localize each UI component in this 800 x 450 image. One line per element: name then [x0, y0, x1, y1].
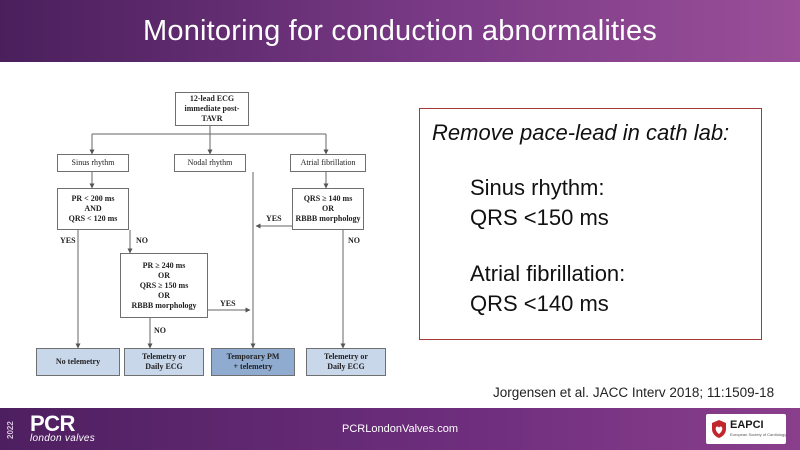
spacer [432, 233, 749, 259]
eapci-logo: EAPCI European Society of Cardiology [706, 414, 786, 444]
rhythm-sinus: Sinus rhythm [57, 154, 129, 172]
start-node: 12-lead ECG immediate post-TAVR [175, 92, 249, 126]
outcome-3-line-2: + telemetry [233, 362, 273, 371]
rhythm-af-label: Atrial fibrillation [300, 158, 356, 167]
sinus-criteria: PR < 200 ms AND QRS < 120 ms [57, 188, 129, 230]
outcome-4-line-2: Daily ECG [327, 362, 365, 371]
outcome-no-telemetry: No telemetry [36, 348, 120, 376]
pcr-logo-subtitle: london valves [30, 433, 96, 444]
citation: Jorgensen et al. JACC Interv 2018; 11:15… [493, 385, 775, 400]
af-criteria: QRS ≥ 140 ms OR RBBB morphology [292, 188, 364, 230]
flowchart: 12-lead ECG immediate post-TAVR Sinus rh… [30, 90, 390, 380]
af-criteria-2: OR [322, 204, 334, 213]
outcome-2-line-1: Telemetry or [142, 352, 186, 361]
middle-criteria-1: PR ≥ 240 ms [142, 260, 186, 270]
title-bar: Monitoring for conduction abnormalities [0, 0, 800, 62]
footer-bar: 2022 PCR london valves PCRLondonValves.c… [0, 408, 800, 450]
outcome-4-line-1: Telemetry or [324, 352, 368, 361]
label-middle-no: NO [154, 326, 166, 335]
heart-shield-icon [712, 420, 726, 438]
middle-criteria-3: QRS ≥ 150 ms [139, 280, 189, 290]
label-sinus-no: NO [136, 236, 148, 245]
outcome-telemetry-daily-ecg-2: Telemetry or Daily ECG [306, 348, 386, 376]
af-criteria-3: RBBB morphology [295, 214, 361, 223]
eapci-subtitle: European Society of Cardiology [730, 432, 787, 437]
outcome-telemetry-daily-ecg-1: Telemetry or Daily ECG [124, 348, 204, 376]
slide-title: Monitoring for conduction abnormalities [143, 14, 657, 47]
pcr-logo: PCR [30, 411, 75, 436]
recommendation-heading: Remove pace-lead in cath lab: [432, 120, 730, 145]
outcome-3-line-1: Temporary PM [226, 352, 280, 361]
eapci-name: EAPCI [730, 419, 764, 431]
rhythm-af: Atrial fibrillation [290, 154, 366, 172]
outcome-temporary-pm: Temporary PM + telemetry [211, 348, 295, 376]
label-af-no: NO [348, 236, 360, 245]
label-sinus-yes: YES [60, 236, 76, 245]
spacer [432, 147, 749, 173]
start-line-2: immediate post-TAVR [184, 104, 240, 123]
sinus-rhythm-threshold: QRS <150 ms [470, 205, 609, 230]
middle-criteria: PR ≥ 240 ms OR QRS ≥ 150 ms OR RBBB morp… [120, 253, 208, 318]
middle-criteria-4: OR [158, 290, 170, 300]
middle-criteria-2: OR [158, 270, 170, 280]
outcome-2-line-2: Daily ECG [145, 362, 183, 371]
rhythm-nodal-label: Nodal rhythm [187, 158, 233, 167]
footer-url[interactable]: PCRLondonValves.com [342, 423, 458, 435]
sinus-criteria-2: AND [84, 204, 102, 213]
label-af-yes: YES [266, 214, 282, 223]
flowchart-connectors [75, 126, 346, 349]
af-threshold: QRS <140 ms [470, 291, 609, 316]
rhythm-sinus-label: Sinus rhythm [71, 158, 115, 167]
sinus-criteria-1: PR < 200 ms [71, 194, 115, 203]
label-middle-yes: YES [220, 299, 236, 308]
af-criteria-1: QRS ≥ 140 ms [303, 194, 353, 203]
start-line-1: 12-lead ECG [189, 94, 235, 103]
sinus-rhythm-label: Sinus rhythm: [470, 175, 605, 200]
recommendation-box: Remove pace-lead in cath lab: Sinus rhyt… [419, 108, 762, 340]
rhythm-nodal: Nodal rhythm [174, 154, 246, 172]
outcome-1-line-1: No telemetry [55, 357, 101, 366]
middle-criteria-5: RBBB morphology [131, 300, 197, 310]
sinus-criteria-3: QRS < 120 ms [68, 214, 118, 223]
af-label: Atrial fibrillation: [470, 261, 626, 286]
